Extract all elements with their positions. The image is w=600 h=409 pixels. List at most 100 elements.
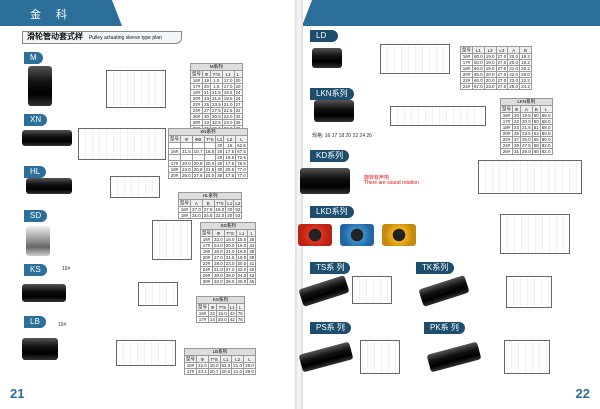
tag-tk: TK系列: [416, 262, 455, 274]
table-lkn-caption: LKN系列: [500, 98, 553, 105]
section-subtitle: Pulley actuating sleeve type plan: [88, 35, 162, 41]
table-header-cell: 型号: [500, 105, 513, 113]
table-cell: 27.0: [495, 65, 509, 72]
table-cell: 18.0: [235, 254, 249, 261]
tag-xn: XN: [24, 114, 48, 126]
tag-ps: PS系 列: [310, 322, 351, 334]
table-cell: 16.0: [235, 248, 249, 255]
table-cell: 21.5: [210, 89, 223, 96]
table-cell: 31.0: [212, 266, 225, 273]
table-cell: 17.0: [221, 77, 235, 84]
page-number-left: 21: [10, 386, 25, 401]
table-lb-caption: LB系列: [184, 348, 256, 355]
table-cell: 77.0: [235, 172, 248, 179]
table-ks-caption: KS系列: [196, 296, 245, 303]
table-cell: 30.5: [210, 113, 223, 120]
table-cell: 23.1: [196, 368, 209, 375]
table-cell: 24.2: [519, 83, 532, 90]
table-cell: 15.0: [235, 236, 249, 243]
table-cell: 16.0: [207, 362, 221, 369]
product-sd-photo: [26, 226, 50, 256]
drawing-kd: [478, 160, 582, 194]
table-cell: 19.0: [483, 65, 497, 72]
table-cell: 20.0: [235, 260, 249, 267]
product-lkd-blue: [340, 224, 374, 246]
table-cell: 19.5: [221, 95, 235, 102]
table-cell: 32: [233, 113, 243, 120]
table-cell: 60.0: [472, 59, 485, 66]
table-header-cell: 型号: [196, 303, 209, 311]
table-cell: 20.0: [219, 368, 233, 375]
table-cell: 19.5: [221, 89, 235, 96]
table-header-cell: A: [190, 199, 203, 207]
table-cell: 20.8: [191, 160, 205, 167]
tag-sd: SD: [24, 210, 48, 222]
table-header-cell: 型号: [168, 135, 181, 143]
table-cell: 60.0: [472, 71, 485, 78]
drawing-pk: [504, 340, 550, 374]
table-cell: 17.5: [223, 148, 237, 155]
table-cell: 32.0: [212, 278, 225, 285]
table-cell: 20.0: [483, 71, 497, 78]
table-header-cell: L2: [483, 46, 497, 54]
table-cell: 45: [247, 278, 257, 285]
table-header-cell: L: [539, 105, 553, 113]
table-cell: 27.0: [190, 206, 203, 213]
table-hl-caption: HL系列: [178, 192, 243, 199]
table-cell: 60.0: [472, 53, 485, 60]
table-cell: 22.0: [213, 212, 227, 219]
table-cell: 19.2: [519, 53, 532, 60]
table-cell: 22.0: [235, 266, 249, 273]
table-cell: 27.0: [495, 53, 509, 60]
drawing-ps: [360, 340, 400, 374]
table-cell: 77.0: [235, 166, 248, 173]
table-header-cell: Φ: [180, 135, 193, 143]
table-cell: 20: [233, 77, 243, 84]
tag-lkn: LKN系列: [310, 88, 354, 100]
table-cell: 30.0: [212, 272, 225, 279]
table-cell: 16.5: [203, 148, 217, 155]
table-cell: 17.5: [223, 160, 237, 167]
lkn-sizes-note: 规格: 16 17 18 20 22 24 26: [312, 133, 373, 139]
product-tk-photo: [418, 275, 470, 307]
table-header-cell: ΦB: [191, 135, 205, 143]
table-cell: 20: [225, 212, 235, 219]
table-cell: 80.0: [539, 130, 553, 137]
table-cell: 10.7: [191, 148, 205, 155]
table-cell: 30: [215, 172, 225, 179]
table-cell: 27: [233, 101, 243, 108]
table-cell: 76: [235, 316, 245, 323]
table-cell: 29.0: [520, 148, 533, 155]
table-sd-caption: SD系列: [200, 222, 257, 229]
table-cell: 20.0: [507, 53, 521, 60]
table-cell: 67.5: [235, 148, 248, 155]
table-header-cell: 型号: [460, 46, 473, 54]
product-ts-photo: [298, 275, 350, 307]
table-cell: 21.5: [520, 124, 533, 131]
drawing-tk: [506, 276, 552, 308]
table-header-cell: L1: [227, 303, 237, 311]
table-cell: 60: [531, 148, 541, 155]
table-cell: 26.0: [180, 172, 193, 179]
table-cell: 29.0: [243, 362, 256, 369]
table-header-cell: L: [235, 135, 248, 143]
product-ld-photo: [312, 48, 342, 68]
table-cell: 17.0: [221, 83, 235, 90]
